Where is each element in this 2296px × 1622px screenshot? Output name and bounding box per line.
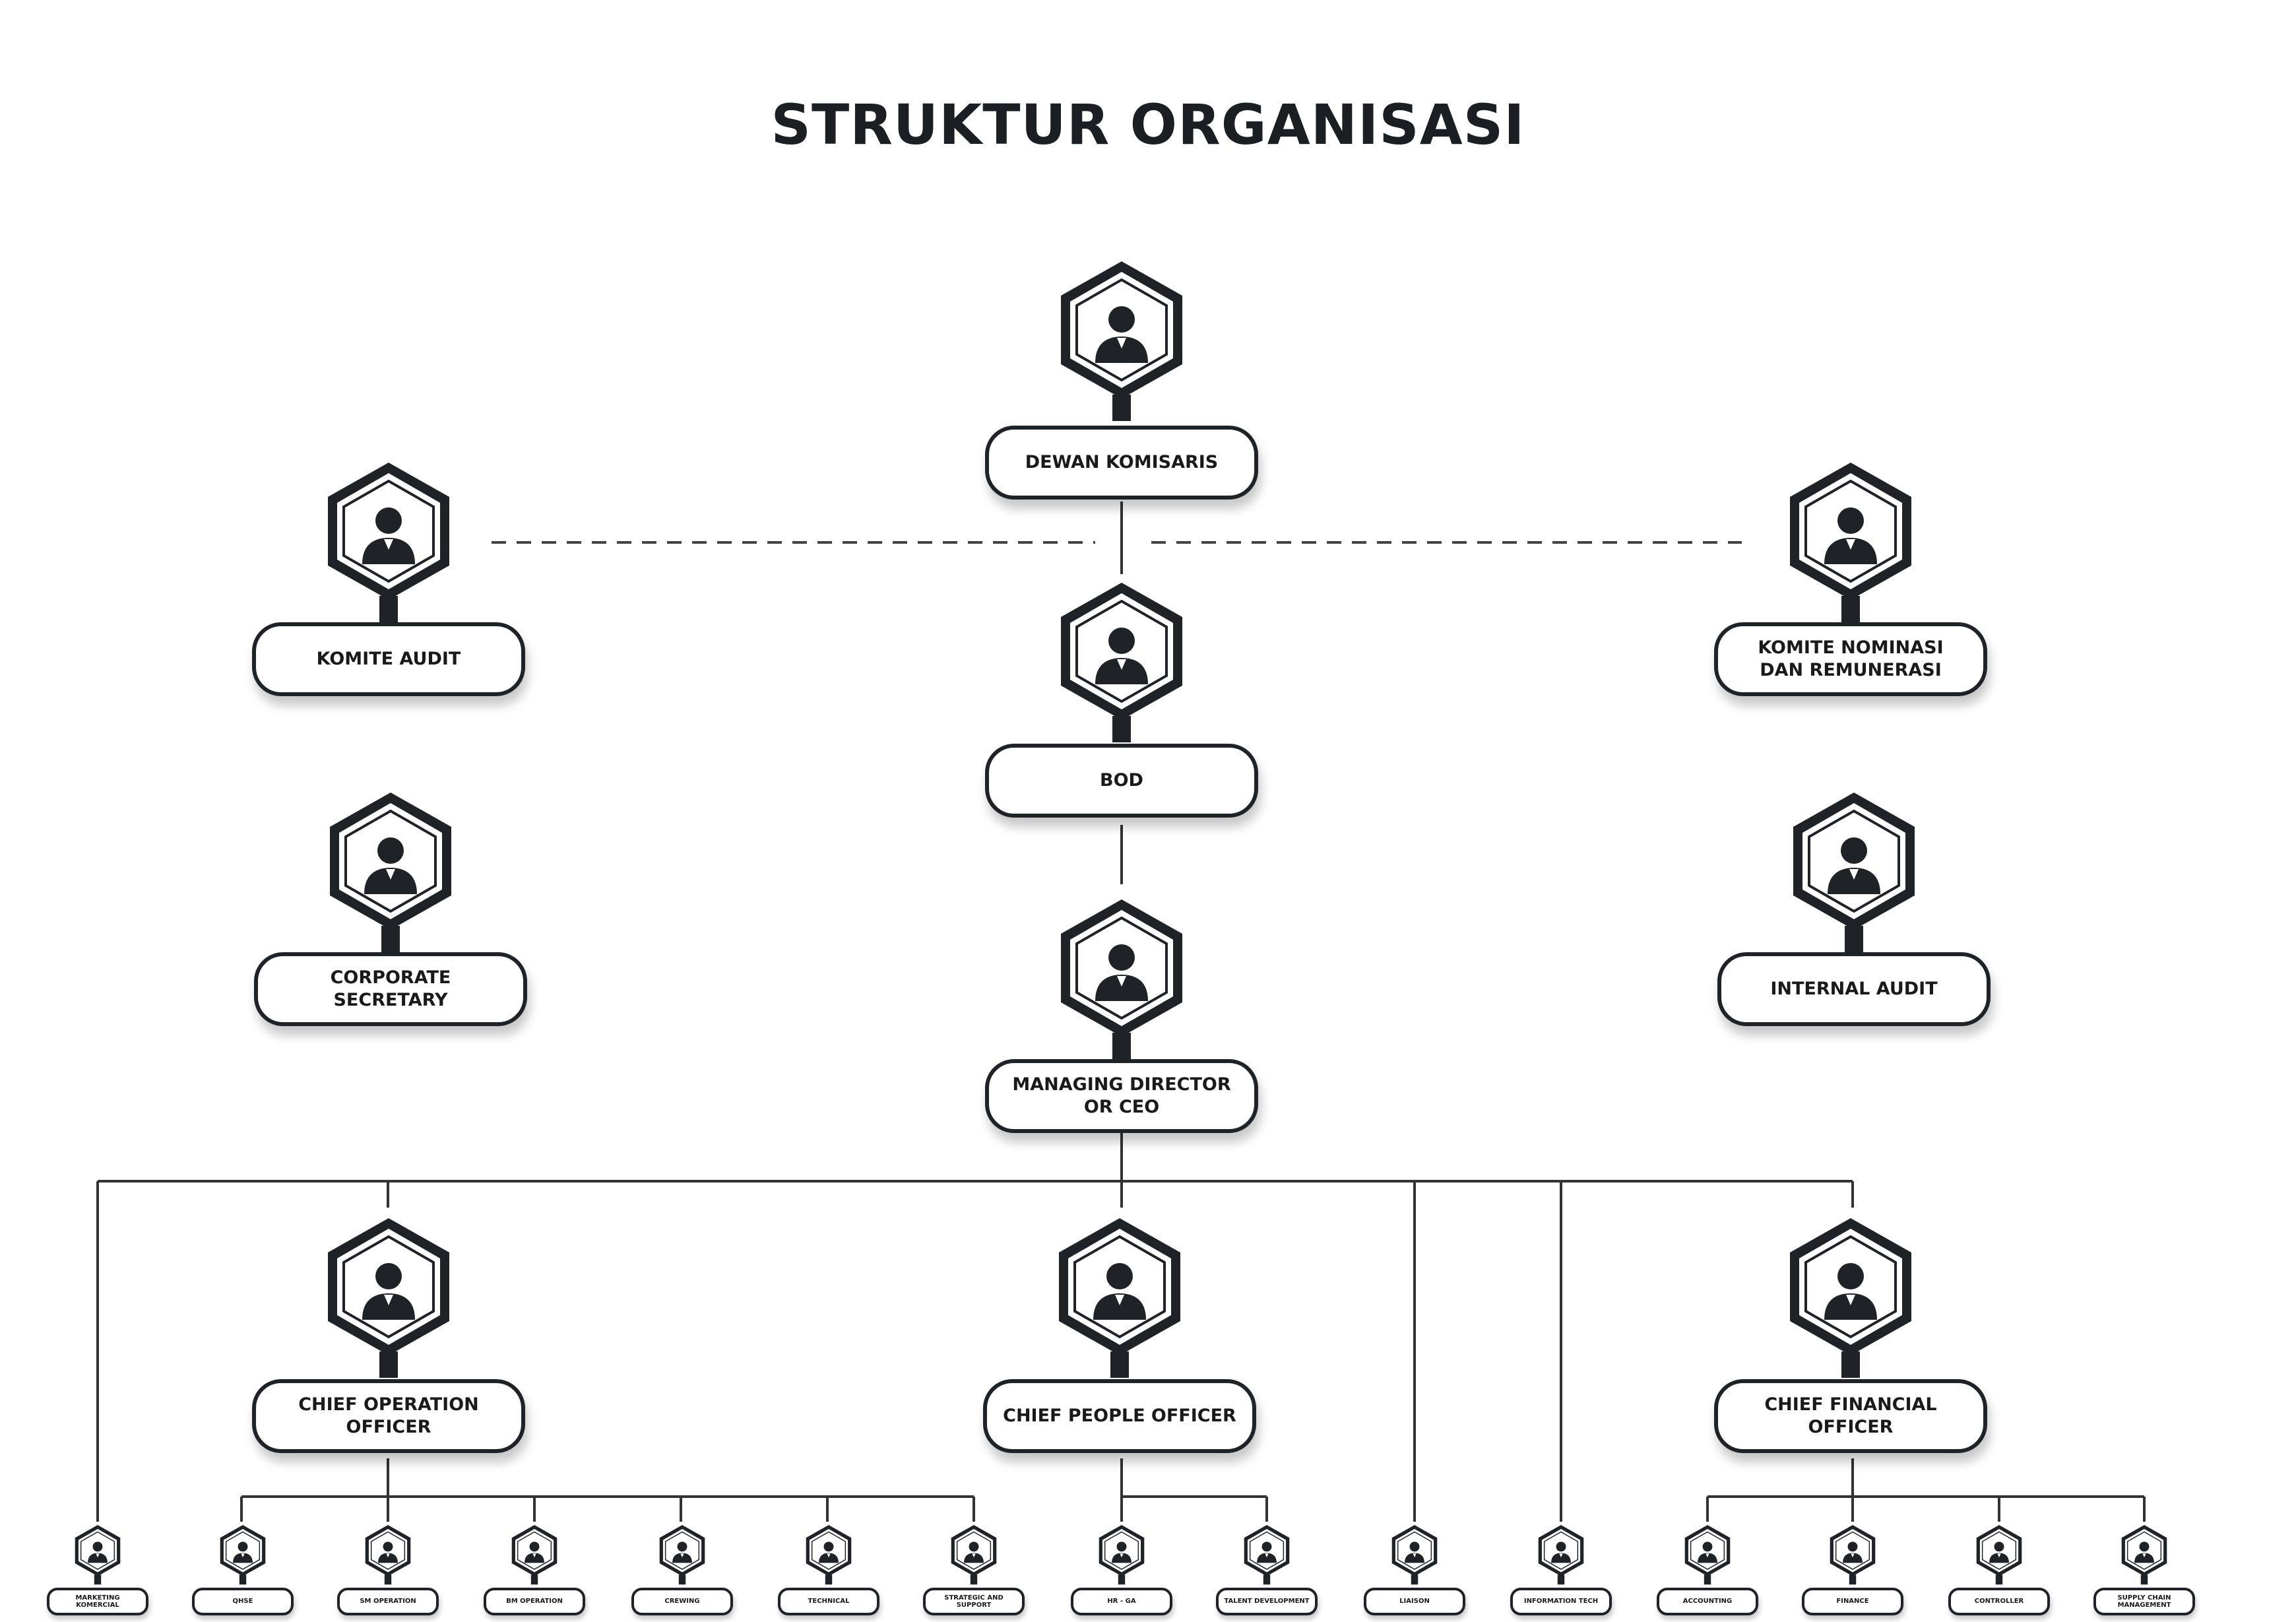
person-icon <box>1240 1523 1294 1587</box>
person-icon <box>361 1523 415 1587</box>
person-icon <box>1049 894 1194 1066</box>
person-icon <box>1534 1523 1588 1587</box>
person-hexagon-icon <box>1059 1218 1180 1378</box>
page-title: STRUKTUR ORGANISASI <box>771 92 1525 157</box>
person-icon <box>947 1523 1001 1587</box>
person-icon <box>1778 457 1923 629</box>
node-label: CONTROLLER <box>1948 1588 2050 1615</box>
person-icon <box>507 1523 561 1587</box>
node-label: CREWING <box>631 1588 733 1615</box>
node-label: BOD <box>985 744 1258 818</box>
person-icon <box>318 787 463 959</box>
person-icon <box>216 1523 270 1587</box>
person-hexagon-icon <box>1099 1525 1145 1585</box>
node-label: TECHNICAL <box>778 1588 879 1615</box>
person-hexagon-icon <box>1793 793 1915 952</box>
node-label: DEWAN KOMISARIS <box>985 426 1258 500</box>
person-hexagon-icon <box>511 1525 558 1585</box>
person-hexagon-icon <box>328 463 449 622</box>
person-hexagon-icon <box>1061 261 1182 421</box>
person-hexagon-icon <box>1391 1525 1438 1585</box>
person-icon <box>1387 1523 1442 1587</box>
person-icon <box>2117 1523 2171 1587</box>
person-hexagon-icon <box>1538 1525 1584 1585</box>
person-icon <box>316 1213 461 1384</box>
person-icon <box>1049 577 1194 749</box>
person-hexagon-icon <box>659 1525 705 1585</box>
person-icon <box>1972 1523 2026 1587</box>
node-label: STRATEGIC AND SUPPORT <box>923 1588 1025 1615</box>
person-hexagon-icon <box>1244 1525 1290 1585</box>
node-label: INTERNAL AUDIT <box>1717 952 1991 1026</box>
person-icon <box>655 1523 709 1587</box>
person-icon <box>1778 1213 1923 1384</box>
person-hexagon-icon <box>951 1525 997 1585</box>
person-hexagon-icon <box>806 1525 852 1585</box>
person-hexagon-icon <box>75 1525 121 1585</box>
node-label: BM OPERATION <box>484 1588 585 1615</box>
person-icon <box>1095 1523 1149 1587</box>
person-hexagon-icon <box>365 1525 411 1585</box>
node-label: KOMITE AUDIT <box>252 622 525 696</box>
person-icon <box>802 1523 856 1587</box>
node-label: CORPORATE SECRETARY <box>254 952 527 1026</box>
person-hexagon-icon <box>330 793 451 952</box>
person-icon <box>1680 1523 1735 1587</box>
node-label: KOMITE NOMINASI DAN REMUNERASI <box>1714 622 1987 696</box>
person-hexagon-icon <box>1976 1525 2022 1585</box>
node-label: LIAISON <box>1364 1588 1465 1615</box>
person-hexagon-icon <box>1684 1525 1731 1585</box>
person-hexagon-icon <box>2121 1525 2167 1585</box>
person-icon <box>1826 1523 1880 1587</box>
person-hexagon-icon <box>1061 583 1182 742</box>
node-label: INFORMATION TECH <box>1510 1588 1612 1615</box>
person-hexagon-icon <box>1790 1218 1911 1378</box>
node-label: SUPPLY CHAIN MANAGEMENT <box>2093 1588 2195 1615</box>
person-icon <box>1047 1213 1192 1384</box>
node-label: FINANCE <box>1802 1588 1903 1615</box>
person-hexagon-icon <box>220 1525 266 1585</box>
node-label: CHIEF PEOPLE OFFICER <box>983 1379 1256 1453</box>
node-label: HR - GA <box>1071 1588 1172 1615</box>
person-hexagon-icon <box>1061 899 1182 1059</box>
node-label: SM OPERATION <box>337 1588 439 1615</box>
node-label: CHIEF OPERATION OFFICER <box>252 1379 525 1453</box>
person-hexagon-icon <box>1790 463 1911 622</box>
node-label: MARKETING KOMERCIAL <box>47 1588 148 1615</box>
person-hexagon-icon <box>328 1218 449 1378</box>
node-label: CHIEF FINANCIAL OFFICER <box>1714 1379 1987 1453</box>
person-hexagon-icon <box>1830 1525 1876 1585</box>
node-label: QHSE <box>192 1588 294 1615</box>
person-icon <box>71 1523 125 1587</box>
node-label: ACCOUNTING <box>1657 1588 1758 1615</box>
node-label: TALENT DEVELOPMENT <box>1216 1588 1318 1615</box>
person-icon <box>316 457 461 629</box>
person-icon <box>1781 787 1927 959</box>
person-icon <box>1049 256 1194 428</box>
node-label: MANAGING DIRECTOR OR CEO <box>985 1059 1258 1133</box>
